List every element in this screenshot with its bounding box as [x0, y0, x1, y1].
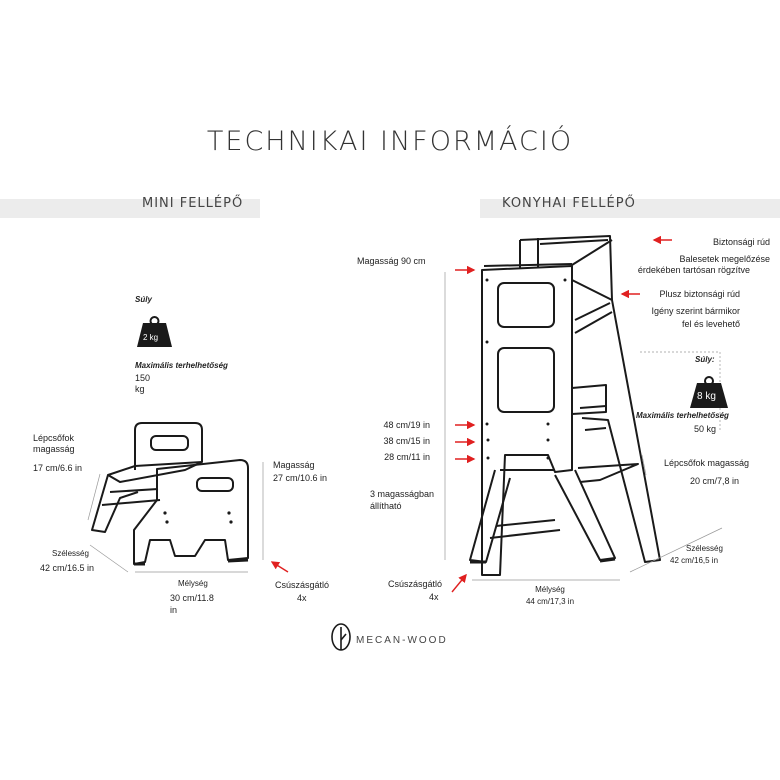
extra-bar-label: Plusz biztonsági rúd: [659, 289, 740, 299]
kitchen-weight-icon: [690, 376, 728, 408]
tree-logo: [331, 623, 351, 651]
kitchen-heading-band: [480, 199, 780, 218]
level-28: 28 cm/11 in: [384, 452, 430, 462]
kitchen-width-label: Szélesség: [686, 544, 723, 553]
kitchen-weight-value: 8 kg: [697, 391, 716, 402]
kitchen-width-value: 42 cm/16,5 in: [670, 556, 719, 565]
kitchen-step-height-value: 20 cm/7,8 in: [690, 476, 740, 486]
safety-bar-desc-2: érdekében tartósan rögzítve: [637, 265, 750, 275]
kitchen-arrows: [451, 235, 672, 593]
kitchen-antislip-count: 4x: [429, 592, 439, 602]
mini-weight-value: 2 kg: [143, 333, 159, 342]
mini-step-height-label-1: Lépcsőfok: [33, 433, 75, 443]
mini-depth-label: Mélység: [178, 579, 208, 588]
extra-bar-desc-1: Igény szerint bármikor: [651, 306, 740, 316]
kitchen-depth-label: Mélység: [535, 585, 565, 594]
kitchen-dimension-lines: [444, 272, 723, 581]
mini-antislip-count: 4x: [297, 593, 307, 603]
mini-width-value: 42 cm/16.5 in: [40, 563, 95, 573]
mini-weight-icon: [137, 316, 172, 347]
adjust-label-1: 3 magasságban: [370, 489, 435, 499]
mini-height-label: Magasság: [273, 460, 315, 470]
kitchen-max-load-value: 50 kg: [694, 424, 717, 434]
mini-weight-label: Súly: [135, 295, 152, 304]
kitchen-step-height-label: Lépcsőfok magasság: [664, 458, 750, 468]
safety-bar-desc-1: Balesetek megelőzése: [679, 254, 770, 264]
mini-depth-value-1: 30 cm/11.8: [170, 593, 214, 603]
level-48: 48 cm/19 in: [383, 420, 430, 430]
mini-dimension-lines: [87, 462, 264, 573]
mini-step-height-value: 17 cm/6.6 in: [33, 463, 83, 473]
kitchen-heading: KONYHAI FELLÉPŐ: [502, 196, 636, 211]
mini-height-value: 27 cm/10.6 in: [273, 473, 328, 483]
mini-antislip-arrow: [270, 561, 289, 573]
mini-depth-value-2: in: [170, 605, 178, 615]
kitchen-antislip-label: Csúszásgátló: [388, 579, 443, 589]
mini-max-load-label: Maximális terhelhetőség: [135, 361, 228, 370]
page-title: TECHNIKAI INFORMÁCIÓ: [206, 126, 574, 157]
extra-bar-desc-2: fel és levehető: [681, 319, 740, 329]
mini-stool-drawing: [91, 422, 249, 566]
mini-max-load-unit: kg: [135, 384, 145, 394]
kitchen-weight-label: Súly:: [695, 355, 715, 364]
safety-bar-label: Biztonsági rúd: [712, 237, 770, 247]
mini-heading-band: [0, 199, 260, 218]
mini-heading: MINI FELLÉPŐ: [142, 196, 244, 211]
brand-name: MECAN-WOOD: [356, 635, 448, 646]
mini-width-label: Szélesség: [52, 549, 89, 558]
mini-max-load-value: 150: [135, 373, 151, 383]
mini-step-height-label-2: magasság: [33, 444, 75, 454]
kitchen-max-load-label: Maximális terhelhetőség: [636, 411, 729, 420]
kitchen-height-label: Magasság 90 cm: [357, 256, 426, 266]
kitchen-helper-drawing: [469, 235, 661, 576]
adjust-label-2: állítható: [370, 501, 402, 511]
level-38: 38 cm/15 in: [383, 436, 430, 446]
mini-antislip-label: Csúszásgátló: [275, 580, 330, 590]
kitchen-depth-value: 44 cm/17,3 in: [525, 597, 575, 606]
